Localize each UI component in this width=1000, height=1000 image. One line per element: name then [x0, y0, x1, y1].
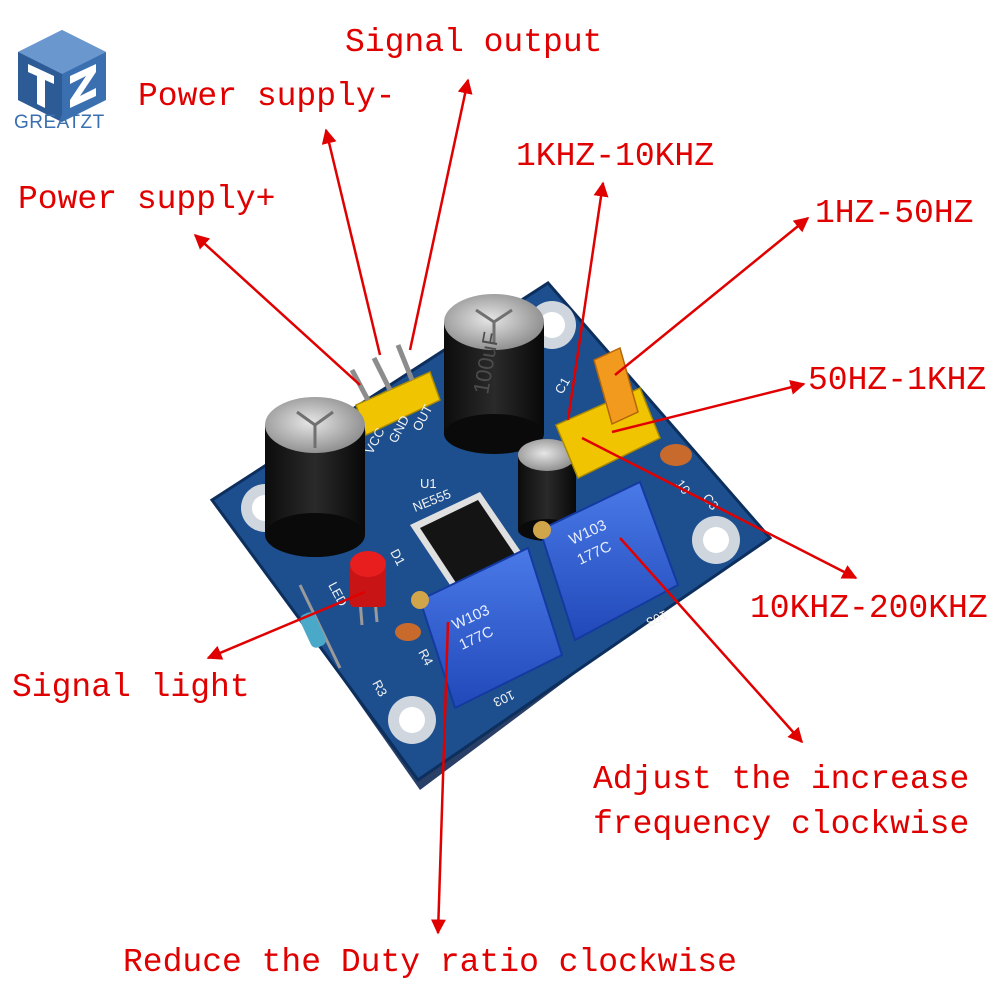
- label-power-supply-minus: Power supply-: [138, 78, 396, 115]
- arrow-reduce-duty: [430, 621, 450, 935]
- chip-ref-label: U1: [420, 476, 437, 491]
- label-range-50hz-1khz: 50HZ-1KHZ: [808, 362, 987, 399]
- arrow-power-plus: [193, 233, 361, 386]
- label-power-supply-plus: Power supply+: [18, 181, 276, 218]
- arrow-10khz-200khz: [581, 436, 858, 580]
- arrow-1khz-10khz: [566, 181, 609, 421]
- arrow-adjust-frequency: [619, 537, 803, 744]
- resistor-ref-label: R3: [369, 677, 390, 699]
- resistor: [298, 584, 342, 669]
- greatzt-logo: [18, 30, 106, 122]
- ceramic-capacitor: [660, 444, 692, 466]
- label-signal-output: Signal output: [345, 24, 603, 61]
- arrow-power-minus: [321, 128, 382, 356]
- led-ref-label: D1: [387, 546, 408, 568]
- signal-led: [350, 551, 386, 626]
- arrow-50hz-1khz: [611, 379, 806, 434]
- ceramic-capacitor: [395, 623, 421, 641]
- label-range-1hz-50hz: 1HZ-50HZ: [815, 195, 974, 232]
- jumper-cap: [593, 346, 639, 426]
- label-range-10khz-200khz: 10KHZ-200KHZ: [750, 590, 988, 627]
- potentiometer-duty: W103 177C: [411, 546, 564, 710]
- mount-hole: [692, 516, 740, 564]
- label-range-1khz-10khz: 1KHZ-10KHZ: [516, 138, 715, 175]
- label-adjust-frequency-line1: Adjust the increase: [593, 761, 970, 798]
- logo-text: GREATZT: [14, 112, 105, 133]
- cap-ref-c1: C1: [552, 375, 573, 397]
- label-signal-light: Signal light: [12, 669, 250, 706]
- resistor-ref2-label: R4: [415, 646, 436, 668]
- label-adjust-frequency-line2: frequency clockwise: [593, 806, 970, 843]
- capacitor-left: [265, 397, 365, 557]
- capacitor-center: 100uF: [444, 294, 544, 454]
- arrow-signal-output: [408, 78, 473, 351]
- arrow-1hz-50hz: [614, 217, 810, 376]
- label-reduce-duty-ratio: Reduce the Duty ratio clockwise: [123, 944, 737, 981]
- potentiometer-frequency: W103 177C: [533, 480, 680, 642]
- arrow-signal-light: [206, 590, 366, 660]
- mount-hole: [388, 696, 436, 744]
